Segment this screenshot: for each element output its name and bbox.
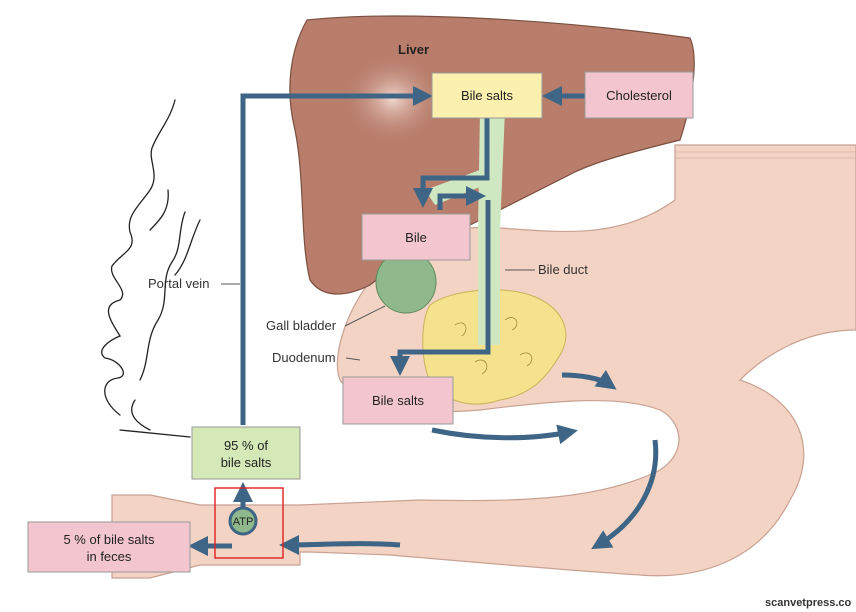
box-bile: Bile <box>361 213 471 261</box>
atp-transporter <box>228 506 258 536</box>
duct-inner-arrow <box>437 186 486 210</box>
credit: scanvetpress.co <box>765 597 851 609</box>
box-95-percent: 95 % of bile salts <box>191 426 301 480</box>
liver-title: Liver <box>398 42 429 57</box>
arrows <box>188 86 659 556</box>
box-5-percent: 5 % of bile salts in feces <box>27 521 191 573</box>
intestine-arrow-1 <box>561 369 617 390</box>
atp-label: ATP <box>233 516 254 528</box>
duodenum-arrow <box>390 200 491 376</box>
bile-salts-duodenum-label: Bile salts <box>372 393 425 408</box>
box-bile-salts-liver: Bile salts <box>431 72 543 119</box>
portal-vein-arrow <box>240 86 433 425</box>
percent-95-line2: bile salts <box>221 455 272 470</box>
duct-down-arrow <box>413 118 490 208</box>
intestine-arrow-4 <box>279 534 401 555</box>
duodenum-label: Duodenum <box>272 350 336 365</box>
handwritten-note <box>101 99 201 438</box>
box-bile-salts-duodenum: Bile salts <box>342 376 454 425</box>
gall-bladder-leader <box>344 305 386 327</box>
box-cholesterol: Cholesterol <box>584 71 694 119</box>
bile-label: Bile <box>405 230 427 245</box>
intestine-arrow-3 <box>591 439 659 550</box>
cholesterol-label: Cholesterol <box>606 88 672 103</box>
atp-highlight-box <box>214 487 284 559</box>
portal-vein-label: Portal vein <box>148 276 209 291</box>
percent-5-line1: 5 % of bile salts <box>63 532 155 547</box>
pancreas <box>422 289 567 405</box>
intestine-arrow-2 <box>431 424 578 445</box>
gall-bladder-label: Gall bladder <box>266 318 337 333</box>
duodenum-leader <box>345 357 361 361</box>
bile-salts-liver-label: Bile salts <box>461 88 514 103</box>
percent-95-line1: 95 % of <box>224 438 268 453</box>
bile-duct-label: Bile duct <box>538 262 588 277</box>
percent-5-line2: in feces <box>87 549 132 564</box>
